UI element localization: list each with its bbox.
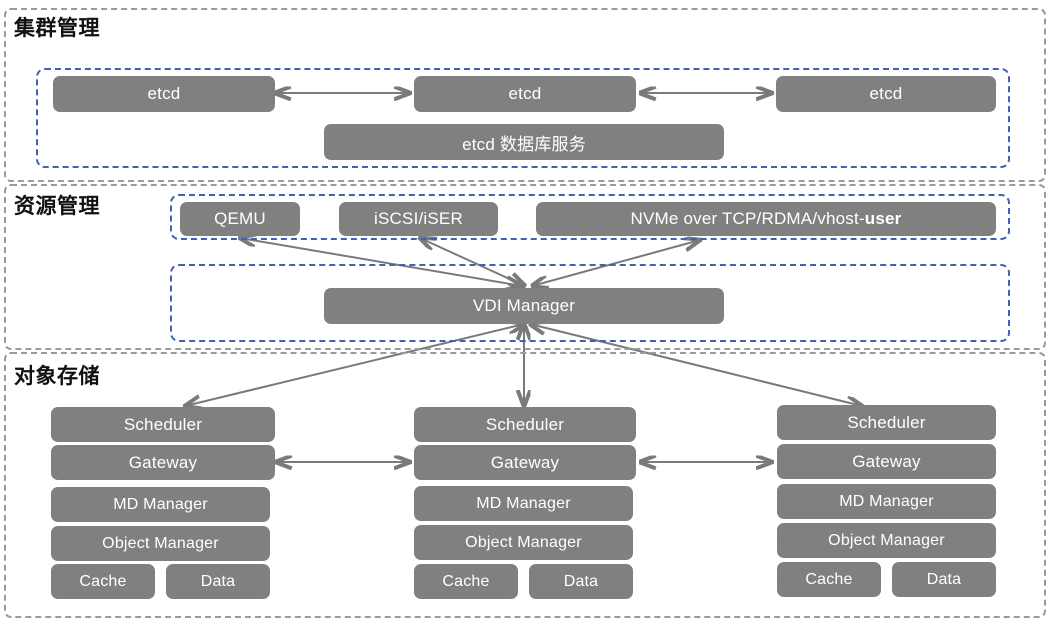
node-right-object-manager[interactable]: Object Manager (777, 523, 996, 558)
node-left-gateway[interactable]: Gateway (51, 445, 275, 480)
section-title-cluster-management: 集群管理 (14, 17, 100, 40)
node-right-data[interactable]: Data (892, 562, 996, 597)
node-middle-gateway[interactable]: Gateway (414, 445, 636, 480)
etcd-node-1[interactable]: etcd (53, 76, 275, 112)
node-middle-cache[interactable]: Cache (414, 564, 518, 599)
node-middle-object-manager[interactable]: Object Manager (414, 525, 633, 560)
section-title-object-storage: 对象存储 (14, 365, 100, 388)
section-resource-management (4, 184, 1046, 350)
etcd-node-2[interactable]: etcd (414, 76, 636, 112)
node-middle-scheduler[interactable]: Scheduler (414, 407, 636, 442)
node-left-md-manager[interactable]: MD Manager (51, 487, 270, 522)
protocol-qemu[interactable]: QEMU (180, 202, 300, 236)
protocol-nvme-label-bold: user (864, 209, 902, 228)
node-left-cache[interactable]: Cache (51, 564, 155, 599)
section-object-storage (4, 352, 1046, 618)
node-right-md-manager[interactable]: MD Manager (777, 484, 996, 519)
node-middle-data[interactable]: Data (529, 564, 633, 599)
group-etcd-cluster (36, 68, 1010, 168)
node-right-scheduler[interactable]: Scheduler (777, 405, 996, 440)
node-left-scheduler[interactable]: Scheduler (51, 407, 275, 442)
vdi-manager[interactable]: VDI Manager (324, 288, 724, 324)
node-left-data[interactable]: Data (166, 564, 270, 599)
etcd-node-3[interactable]: etcd (776, 76, 996, 112)
protocol-iscsi-iser[interactable]: iSCSI/iSER (339, 202, 498, 236)
protocol-nvme-label: NVMe over TCP/RDMA/vhost- (630, 209, 865, 228)
protocol-nvme[interactable]: NVMe over TCP/RDMA/vhost-user (536, 202, 996, 236)
node-middle-md-manager[interactable]: MD Manager (414, 486, 633, 521)
node-right-gateway[interactable]: Gateway (777, 444, 996, 479)
node-right-cache[interactable]: Cache (777, 562, 881, 597)
etcd-database-service[interactable]: etcd 数据库服务 (324, 124, 724, 160)
group-protocols (170, 194, 1010, 240)
section-cluster-management (4, 8, 1046, 182)
section-title-resource-management: 资源管理 (14, 195, 100, 218)
node-left-object-manager[interactable]: Object Manager (51, 526, 270, 561)
group-vdi-manager (170, 264, 1010, 342)
